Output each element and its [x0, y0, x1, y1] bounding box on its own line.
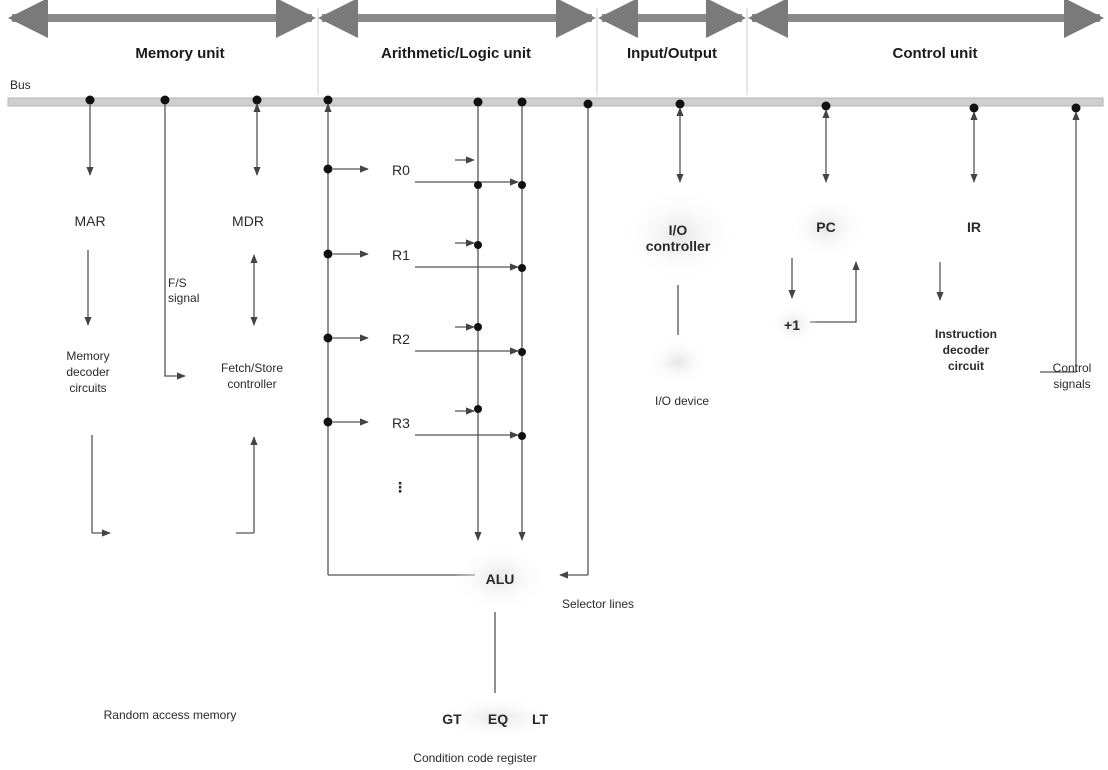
- memory-unit-wiring: [84, 103, 261, 537]
- more-registers-ellipsis: ⋮: [393, 479, 407, 495]
- alu-wiring: [323, 103, 589, 693]
- selector-lines-label: Selector lines: [562, 597, 634, 611]
- increment-shading: [770, 304, 818, 344]
- section-title-memory: Memory unit: [135, 45, 224, 62]
- increment-label: +1: [784, 317, 800, 333]
- memory-decoder-label: decoder: [66, 365, 109, 379]
- ram-label: Random access memory: [104, 708, 237, 722]
- register-r0: R0: [392, 162, 410, 178]
- bus-label: Bus: [10, 78, 31, 92]
- fs-signal-label: signal: [168, 291, 199, 305]
- mdr-register: MDR: [232, 213, 264, 229]
- instruction-decoder: circuit: [948, 359, 984, 373]
- condition-code-gt: GT: [442, 711, 462, 727]
- section-header-bands: [8, 0, 1104, 95]
- program-counter: PC: [816, 219, 835, 235]
- mar-register: MAR: [74, 213, 105, 229]
- condition-code-eq: EQ: [488, 711, 508, 727]
- section-title-control: Control unit: [893, 45, 978, 62]
- memory-decoder-label: Memory: [66, 349, 109, 363]
- instruction-register: IR: [967, 219, 981, 235]
- instruction-decoder: decoder: [943, 343, 990, 357]
- register-r3: R3: [392, 415, 410, 431]
- alu-label: ALU: [486, 571, 515, 587]
- fetch-store-controller: controller: [227, 377, 276, 391]
- alu-shading: [452, 544, 548, 612]
- register-r1: R1: [392, 247, 410, 263]
- register-r2: R2: [392, 331, 410, 347]
- io-device-shading: [646, 338, 710, 386]
- io-device-label: I/O device: [655, 394, 709, 408]
- section-title-alu: Arithmetic/Logic unit: [381, 45, 531, 62]
- memory-decoder-label: circuits: [69, 381, 106, 395]
- control-signals-label: signals: [1053, 377, 1090, 391]
- io-controller-shading: [622, 189, 738, 281]
- instruction-decoder: Instruction: [935, 327, 997, 341]
- control-unit-wiring: [788, 109, 1080, 373]
- fetch-store-controller: Fetch/Store: [221, 361, 283, 375]
- io-controller: controller: [646, 238, 711, 254]
- fs-signal-label: F/S: [168, 276, 187, 290]
- io-controller: I/O: [669, 222, 688, 238]
- control-signals-label: Control: [1053, 361, 1092, 375]
- system-bus: [7, 97, 1104, 107]
- ccr-label: Condition code register: [413, 751, 536, 765]
- ccr-shading: [436, 696, 560, 740]
- bus-connection-dots: [85, 95, 1081, 113]
- section-title-io: Input/Output: [627, 45, 717, 62]
- condition-code-lt: LT: [532, 711, 549, 727]
- pc-shading: [786, 196, 866, 260]
- io-wiring: [676, 107, 684, 335]
